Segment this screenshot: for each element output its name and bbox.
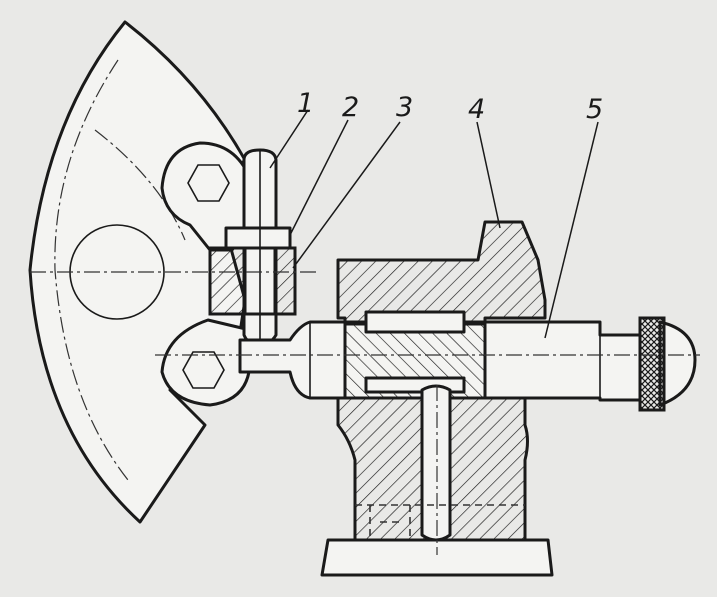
callout-2: 2 — [342, 92, 359, 123]
end-knob — [658, 320, 697, 407]
clamp-lever — [160, 141, 257, 407]
stud-assembly — [208, 148, 297, 347]
callout-3: 3 — [396, 92, 413, 123]
base-plate — [320, 538, 554, 577]
hex-nut-lower — [182, 351, 225, 389]
locating-pin — [420, 384, 452, 542]
callout-4: 4 — [468, 94, 485, 125]
nut-part-2 — [224, 226, 292, 250]
leader-lines — [269, 109, 599, 339]
callout-5: 5 — [586, 94, 603, 125]
callout-1: 1 — [297, 88, 314, 119]
hex-nut-upper — [187, 164, 230, 202]
housing-part-4 — [320, 220, 554, 577]
key-slot-upper — [364, 310, 466, 334]
knurled-grip — [638, 316, 666, 412]
